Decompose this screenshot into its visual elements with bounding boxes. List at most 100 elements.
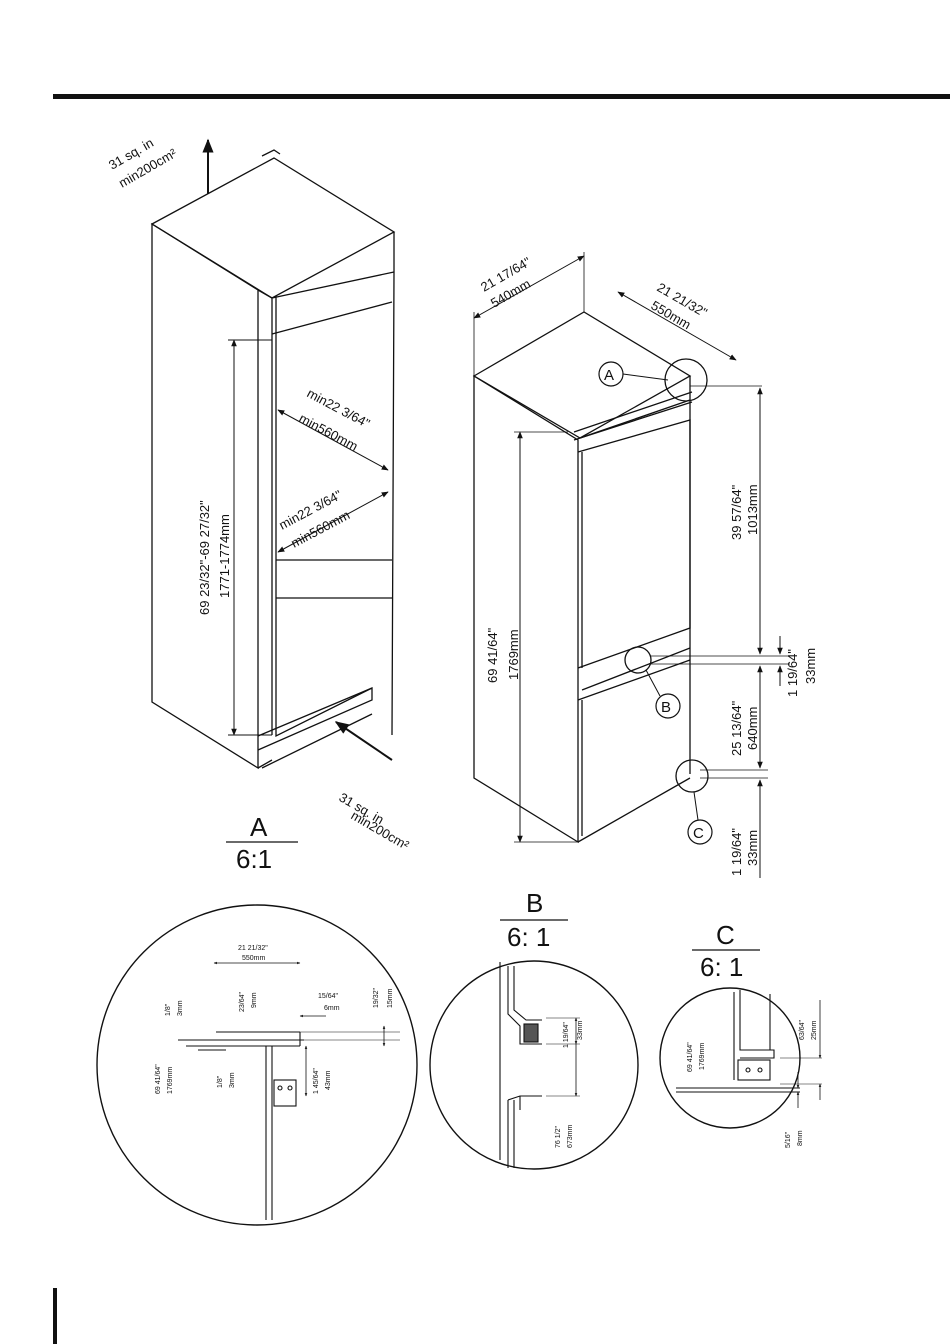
appliance-height-mm: 1769mm [506,629,521,680]
svg-text:1 45/64": 1 45/64" [313,1068,320,1094]
detail-c: 69 41/64" 1769mm 63/64" 25mm 5/16" 8mm [659,987,822,1148]
c-d3-in: 5/16" [785,1131,792,1148]
svg-text:43mm: 43mm [325,1070,332,1090]
detail-a-letter: A [250,812,268,842]
b-d2-mm: 673mm [567,1124,574,1148]
svg-text:39 57/64": 39 57/64" [729,484,744,540]
callout-b-label-ring [655,693,681,719]
cabinet-height-in: 69 23/32"-69 27/32" [197,500,212,615]
a-d7-in: 1 45/64" [313,1068,320,1094]
svg-text:9mm: 9mm [251,992,258,1008]
detail-a: 21 21/32" 550mm 23/64" 9mm 15/64" 6mm 19… [96,904,418,1226]
svg-text:673mm: 673mm [567,1124,574,1148]
right-dim-chain [650,385,790,779]
a-d3-in: 19/32" [373,987,380,1008]
svg-text:1769mm: 1769mm [506,629,521,680]
svg-text:8mm: 8mm [797,1130,804,1146]
svg-text:1 19/64": 1 19/64" [563,1022,570,1048]
gap-mid-in: 1 19/64" [785,649,800,697]
detail-c-scale: 6: 1 [700,952,743,982]
upper-mm: 1013mm [745,484,760,535]
detail-a-scale: 6:1 [236,844,272,874]
callout-b-circle [624,646,652,674]
svg-text:25 13/64": 25 13/64" [729,700,744,756]
c-d1-mm: 1769mm [699,1043,706,1070]
gap-bottom-mm: 33mm [745,830,760,866]
svg-text:69 41/64": 69 41/64" [687,1042,694,1072]
detail-b-circle [429,960,639,1170]
svg-text:1769mm: 1769mm [699,1043,706,1070]
depth-lower-dimline [277,491,389,553]
svg-text:69 41/64": 69 41/64" [155,1064,162,1094]
depth-upper-dimline [277,409,389,471]
c-d1-in: 69 41/64" [687,1042,694,1072]
svg-text:19/32": 19/32" [373,987,380,1008]
detail-c-letter: C [716,920,735,950]
detail-c-circle [659,987,801,1129]
svg-text:1 19/64": 1 19/64" [729,828,744,876]
svg-text:33mm: 33mm [745,830,760,866]
vent-bottom-arrow [334,721,393,761]
callout-a-letter: A [604,367,614,384]
callout-b-letter: B [661,699,671,716]
a-d7-mm: 43mm [325,1070,332,1090]
callout-c-label-ring [687,819,713,845]
c-d2-in: 63/64" [799,1019,806,1040]
detail-b-letter: B [526,888,543,918]
detail-b: 1 19/64" 33mm 76 1/2" 673mm [429,960,639,1170]
header-rule [53,94,950,99]
svg-text:3mm: 3mm [229,1072,236,1088]
svg-text:3mm: 3mm [177,1000,184,1016]
a-d3-mm: 15mm [387,988,394,1008]
svg-text:33mm: 33mm [803,648,818,684]
a-d1-in: 23/64" [239,991,246,1012]
svg-text:69 41/64": 69 41/64" [485,627,500,683]
a-d5-in: 69 41/64" [155,1064,162,1094]
svg-text:1/8": 1/8" [165,1003,172,1016]
a-d6-mm: 3mm [229,1072,236,1088]
detail-a-circle [96,904,418,1226]
a-d4-mm: 3mm [177,1000,184,1016]
width-dimline [473,255,585,319]
svg-text:25mm: 25mm [811,1020,818,1040]
svg-text:33mm: 33mm [577,1020,584,1040]
svg-text:1/8": 1/8" [217,1075,224,1088]
b-d1-mm: 33mm [577,1020,584,1040]
appliance-height-in: 69 41/64" [485,627,500,683]
svg-text:1013mm: 1013mm [745,484,760,535]
a-d1-mm: 9mm [251,992,258,1008]
b-d2-in: 76 1/2" [555,1126,562,1148]
detail-b-scale: 6: 1 [507,922,550,952]
svg-text:63/64": 63/64" [799,1019,806,1040]
lower-in: 25 13/64" [729,700,744,756]
appliance-drawing [472,311,693,844]
c-d3-mm: 8mm [797,1130,804,1146]
c-d2-mm: 25mm [811,1020,818,1040]
cabinet-height-mm: 1771-1774mm [217,514,232,598]
svg-text:1769mm: 1769mm [167,1067,174,1094]
svg-text:69 23/32"-69 27/32": 69 23/32"-69 27/32" [197,500,212,615]
callout-c-letter: C [693,825,704,842]
svg-text:5/16": 5/16" [785,1131,792,1148]
svg-text:1 19/64": 1 19/64" [785,649,800,697]
svg-text:23/64": 23/64" [239,991,246,1012]
cabinet-drawing [150,149,396,770]
a-width-mm: 550mm [242,955,266,962]
svg-text:76 1/2": 76 1/2" [555,1126,562,1148]
depth-dimline [617,291,737,361]
svg-text:15mm: 15mm [387,988,394,1008]
a-d5-mm: 1769mm [167,1067,174,1094]
gap-mid-mm: 33mm [803,648,818,684]
footer-margin-rule [53,1288,57,1344]
a-d2-in: 15/64" [318,993,339,1000]
a-d2-mm: 6mm [324,1005,340,1012]
a-width-in: 21 21/32" [238,945,268,952]
b-d1-in: 1 19/64" [563,1022,570,1048]
svg-text:640mm: 640mm [745,707,760,750]
gap-bottom-in: 1 19/64" [729,828,744,876]
a-d4-in: 1/8" [165,1003,172,1016]
upper-in: 39 57/64" [729,484,744,540]
a-d6-in: 1/8" [217,1075,224,1088]
svg-text:1771-1774mm: 1771-1774mm [217,514,232,598]
